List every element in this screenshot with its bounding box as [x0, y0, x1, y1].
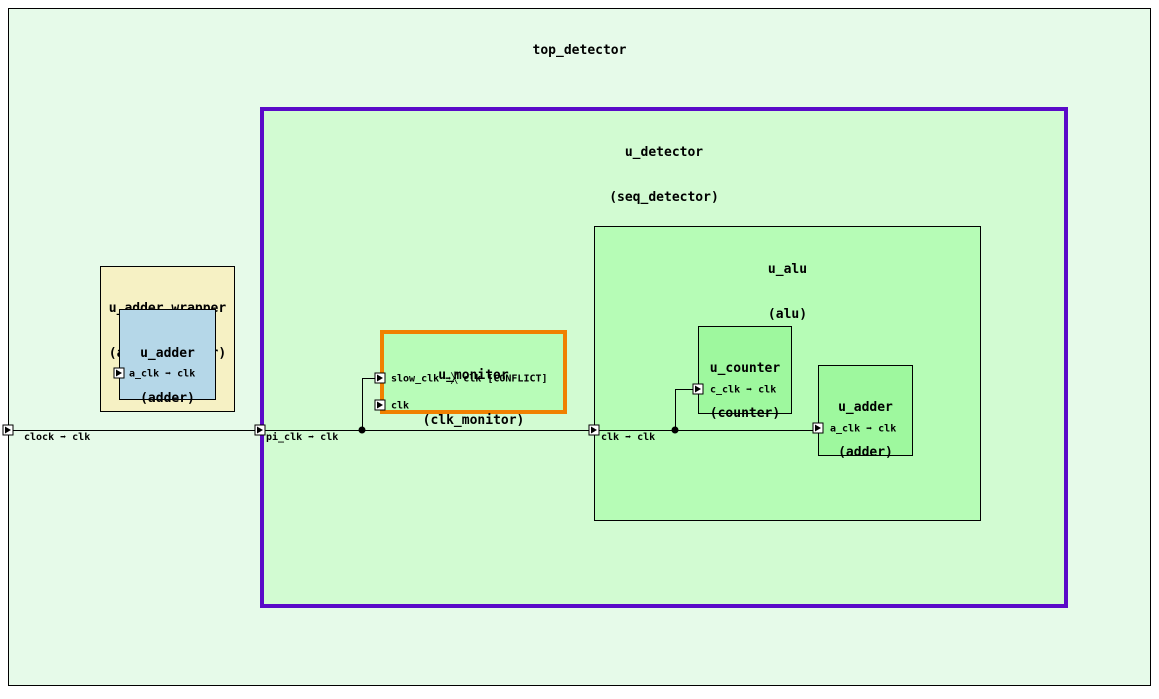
module-title-monitor: u_monitor (clk_monitor) — [384, 338, 563, 458]
module-title-counter: u_counter (counter) — [699, 331, 791, 451]
module-title-alu-adder: u_adder (adder) — [819, 370, 912, 490]
module-wrapper-adder: u_adder (adder) — [119, 309, 216, 406]
module-title-alu: u_alu (alu) — [595, 232, 980, 352]
port-label-alu-adder-a-clk: a_clk ➡ clk — [830, 423, 897, 435]
input-port-icon-alu-clk — [588, 424, 600, 436]
input-port-icon-top-clock — [2, 424, 14, 436]
counter-branch-wire-vertical — [675, 389, 676, 431]
net-label-clk: clk ➡ clk — [601, 432, 656, 443]
port-label-monitor-clk: clk — [391, 400, 410, 412]
input-port-icon-alu-adder-a-clk — [812, 422, 824, 434]
module-name: u_alu — [767, 262, 808, 277]
module-type: (adder) — [140, 391, 195, 406]
net-label-clock: clock ➡ clk — [24, 432, 91, 443]
monitor-branch-wire-horizontal — [362, 378, 380, 379]
input-port-icon-wrapper-adder-a-clk — [113, 367, 125, 379]
module-name: u_adder — [140, 346, 195, 361]
module-alu-adder: u_adder (adder) — [818, 365, 913, 460]
counter-branch-wire-horizontal — [675, 389, 698, 390]
input-port-icon-monitor-slow-clk — [374, 372, 386, 384]
net-label-pi-clk: pi_clk ➡ clk — [266, 432, 339, 443]
module-counter: u_counter (counter) — [698, 326, 792, 421]
module-name: top_detector — [532, 43, 627, 58]
wire-junction-dot — [671, 426, 679, 434]
module-title-detector: u_detector (seq_detector) — [264, 115, 1064, 235]
module-title-wrapper-adder: u_adder (adder) — [120, 316, 215, 436]
module-type: (clk_monitor) — [422, 413, 525, 428]
input-port-icon-counter-c-clk — [692, 383, 704, 395]
port-label-counter-c-clk: c_clk ➡ clk — [710, 384, 777, 396]
module-name: u_monitor — [438, 368, 509, 383]
module-name: u_adder — [838, 400, 893, 415]
port-label-wrapper-adder-a-clk: a_clk ➡ clk — [129, 368, 196, 380]
module-title-top-detector: top_detector — [9, 13, 1150, 88]
module-type: (alu) — [767, 307, 808, 322]
module-monitor: u_monitor (clk_monitor) — [380, 330, 567, 428]
wire-junction-dot — [358, 426, 366, 434]
module-type: (counter) — [709, 406, 781, 421]
input-port-icon-detector-pi-clk — [254, 424, 266, 436]
input-port-icon-monitor-clk — [374, 399, 386, 411]
module-type: (adder) — [838, 445, 893, 460]
monitor-branch-wire-vertical — [362, 378, 363, 431]
port-label-monitor-slow-clk-conflict: slow_clk ➡╳ clk [CONFLICT] — [391, 373, 548, 385]
module-name: u_detector — [624, 145, 704, 160]
module-name: u_counter — [709, 361, 781, 376]
clock-net-main-wire — [12, 430, 818, 431]
module-type: (seq_detector) — [609, 190, 719, 205]
